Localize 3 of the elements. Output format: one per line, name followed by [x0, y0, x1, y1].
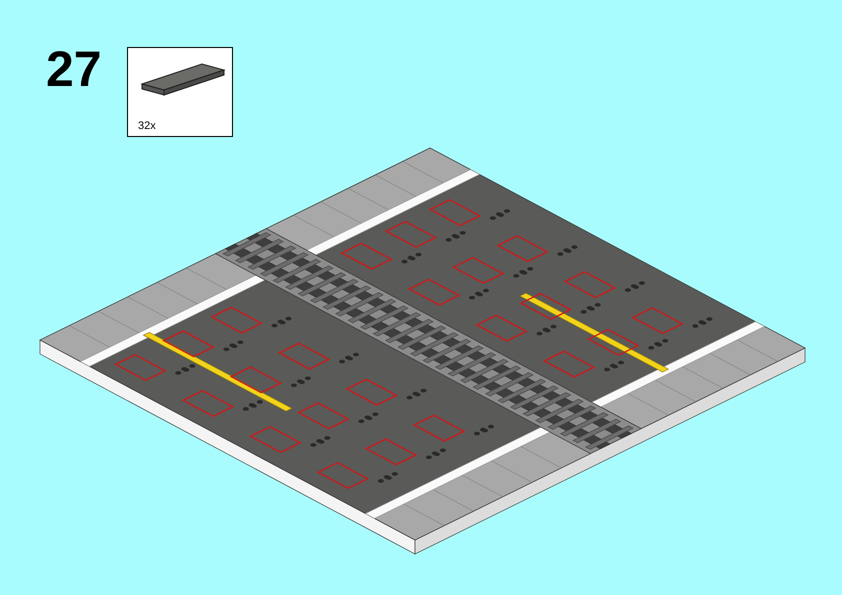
- parts-list-box: [127, 47, 233, 137]
- step-number: 27: [46, 44, 102, 94]
- quantity-label: 32x: [138, 120, 156, 132]
